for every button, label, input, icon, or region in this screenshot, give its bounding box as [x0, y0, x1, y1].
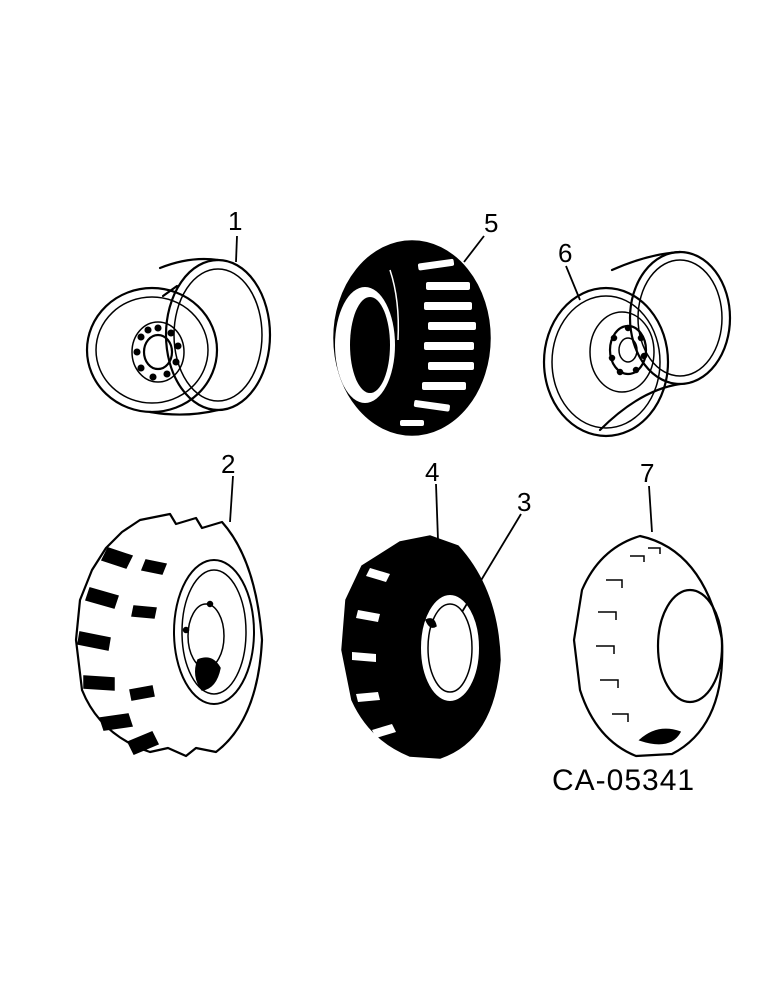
rim-icon [419, 593, 481, 703]
leader-lines [229, 235, 653, 613]
callout-7: 7 [640, 458, 654, 488]
lug-tire-icon [74, 512, 264, 758]
callout-4: 4 [425, 457, 439, 487]
callout-2: 2 [221, 449, 235, 479]
callout-5: 5 [484, 208, 498, 238]
callout-6: 6 [558, 238, 572, 268]
dual-rim-icon [542, 250, 732, 438]
wheel-rim-icon [85, 257, 272, 416]
tire-icon [572, 534, 724, 758]
callout-3: 3 [517, 487, 531, 517]
callout-1: 1 [228, 206, 242, 236]
figure-id: CA-05341 [552, 764, 695, 797]
tire-icon [333, 240, 491, 436]
